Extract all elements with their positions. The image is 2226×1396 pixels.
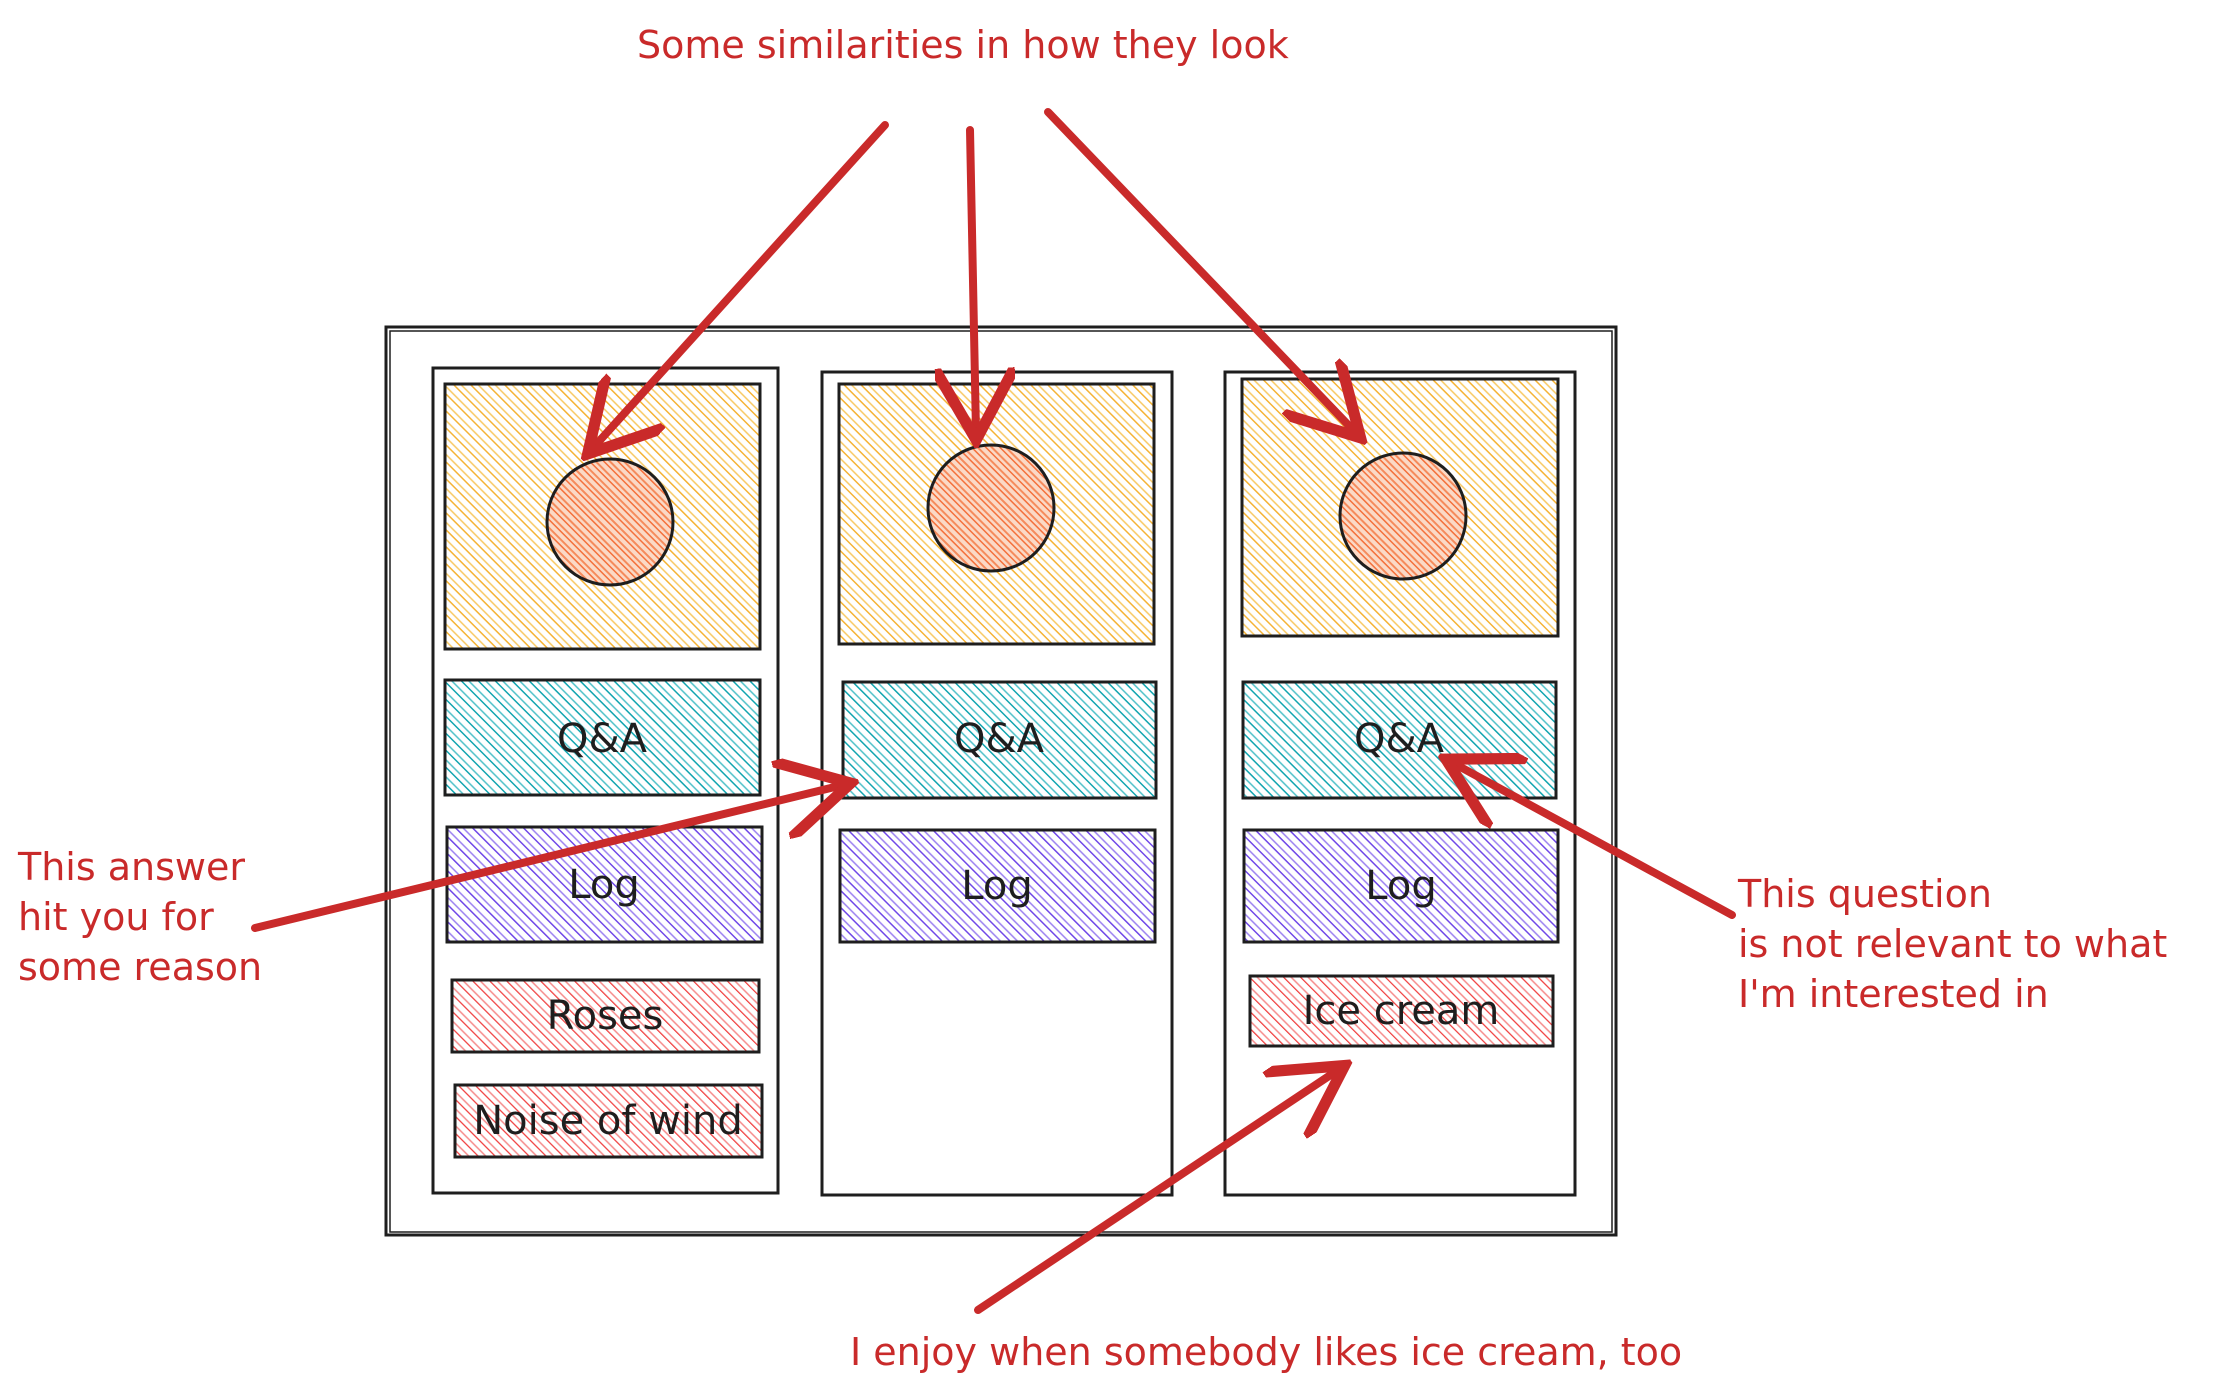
tag-roses-label: Roses (547, 993, 664, 1039)
arrow-top-to-photo-1 (593, 121, 889, 448)
arrow-icecream-to-tag (974, 1070, 1338, 1314)
avatar-circle-3 (1338, 451, 1468, 581)
tag-noise-of-wind[interactable]: Noise of wind (453, 1083, 764, 1159)
arrow-question-to-qa-3 (1453, 763, 1736, 919)
qa-label-2: Q&A (954, 716, 1045, 762)
profile-column-3: Q&A Log Ice cream (1223, 370, 1577, 1197)
log-label-2: Log (961, 863, 1032, 909)
annotation-left-line-2: hit you for (18, 895, 214, 939)
annotation-right: This question is not relevant to what I'… (1737, 872, 2167, 1016)
log-box-2[interactable]: Log (838, 828, 1157, 944)
qa-label-3: Q&A (1354, 716, 1445, 762)
profile-photo-1 (443, 382, 762, 651)
tag-ice-cream-label: Ice cream (1303, 988, 1500, 1034)
arrow-answer-to-qa-2 (251, 785, 843, 932)
annotation-left-line-1: This answer (17, 845, 245, 889)
annotation-right-line-3: I'm interested in (1738, 972, 2049, 1016)
profile-column-2: Q&A Log (820, 370, 1174, 1197)
annotation-bottom: I enjoy when somebody likes ice cream, t… (850, 1330, 1682, 1374)
qa-box-3[interactable]: Q&A (1241, 680, 1558, 800)
avatar-circle-1 (545, 457, 675, 587)
log-label-1: Log (568, 862, 639, 908)
tag-ice-cream[interactable]: Ice cream (1248, 974, 1555, 1048)
profile-column-1: Q&A Log Roses Noise of wind (431, 366, 780, 1195)
annotation-right-line-1: This question (1737, 872, 1992, 916)
annotation-left-line-3: some reason (18, 945, 262, 989)
avatar-circle-2 (926, 443, 1056, 573)
page-frame (384, 325, 1618, 1237)
qa-box-1[interactable]: Q&A (443, 678, 762, 797)
annotation-right-line-2: is not relevant to what (1738, 922, 2167, 966)
profile-photo-2 (837, 382, 1156, 646)
annotation-left: This answer hit you for some reason (17, 845, 262, 989)
tag-noise-of-wind-label: Noise of wind (473, 1098, 743, 1144)
arrow-top-to-photo-2 (970, 126, 976, 432)
qa-box-2[interactable]: Q&A (841, 680, 1158, 800)
annotation-top: Some similarities in how they look (637, 23, 1289, 67)
arrow-top-to-photo-3 (1044, 108, 1355, 432)
log-box-3[interactable]: Log (1242, 828, 1560, 944)
log-label-3: Log (1365, 863, 1436, 909)
profile-photo-3 (1240, 377, 1560, 638)
tag-roses[interactable]: Roses (450, 978, 761, 1054)
qa-label-1: Q&A (557, 716, 648, 762)
